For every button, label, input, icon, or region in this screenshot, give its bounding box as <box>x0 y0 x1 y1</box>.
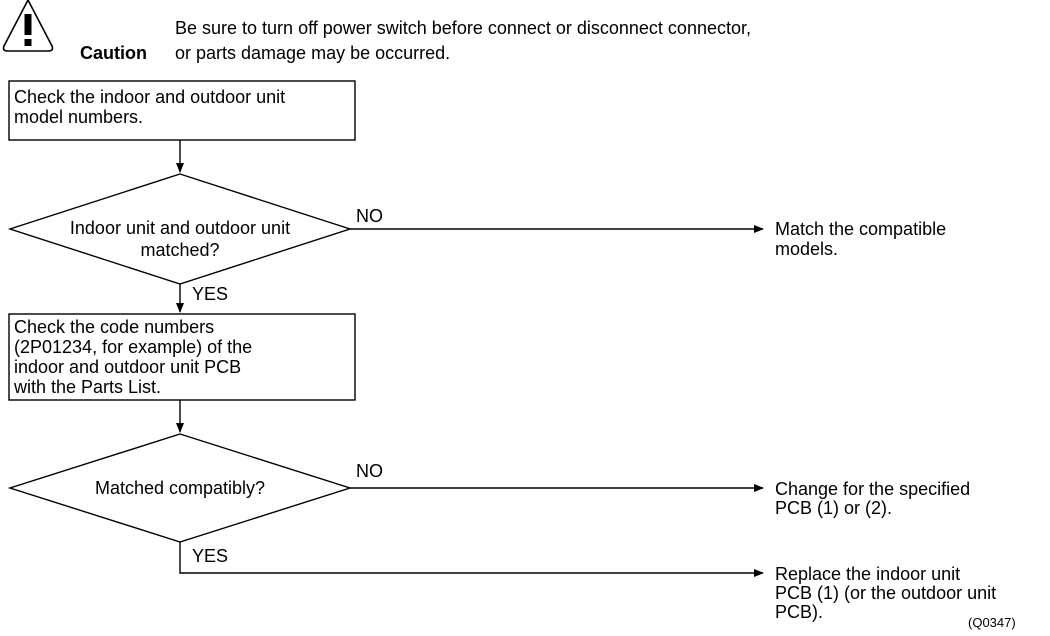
step1-line1: Check the indoor and outdoor unit <box>14 87 286 107</box>
caution-warning-icon <box>2 0 54 52</box>
decision1-no-result-line2: models. <box>775 239 839 259</box>
decision2-no-result-line2: PCB (1) or (2). <box>775 498 893 518</box>
caution-message-line2: or parts damage may be occurred. <box>175 43 451 63</box>
step2-line2: (2P01234, for example) of the <box>14 337 253 357</box>
decision2-yes-result-line1: Replace the indoor unit <box>775 564 961 584</box>
decision2-yes-result-line2: PCB (1) (or the outdoor unit <box>775 583 997 603</box>
decision2-yes-result-line3: PCB). <box>775 602 824 622</box>
decision1-line2: matched? <box>140 240 220 260</box>
figure-code: (Q0347) <box>968 615 1016 630</box>
step1-box <box>8 80 356 141</box>
caution-label: Caution <box>80 43 147 63</box>
step2-line4: with the Parts List. <box>14 377 162 397</box>
step2-line1: Check the code numbers <box>14 317 215 337</box>
decision2-yes-label: YES <box>192 546 229 566</box>
decision2-no-label: NO <box>356 461 383 481</box>
decision2-no-result-line1: Change for the specified <box>775 479 971 499</box>
connector-decision2-yes <box>179 542 764 577</box>
step2-line3: indoor and outdoor unit PCB <box>14 357 242 377</box>
step1-line2: model numbers. <box>14 107 144 127</box>
decision2-line1: Matched compatibly? <box>94 478 266 498</box>
step2-box <box>8 313 356 401</box>
decision1-no-result-line1: Match the compatible <box>775 219 947 239</box>
decision1-no-label: NO <box>356 206 383 226</box>
caution-message-line1: Be sure to turn off power switch before … <box>175 18 751 38</box>
decision1-line1: Indoor unit and outdoor unit <box>69 218 291 238</box>
decision1-yes-label: YES <box>192 284 229 304</box>
